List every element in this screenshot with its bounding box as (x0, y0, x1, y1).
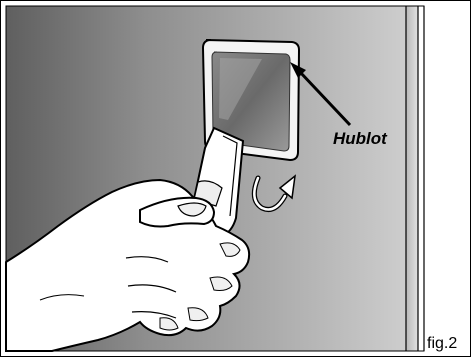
figure-number: fig.2 (427, 336, 457, 352)
wall-edge-panel (406, 6, 418, 351)
callout-label-hublot: Hublot (333, 130, 387, 147)
